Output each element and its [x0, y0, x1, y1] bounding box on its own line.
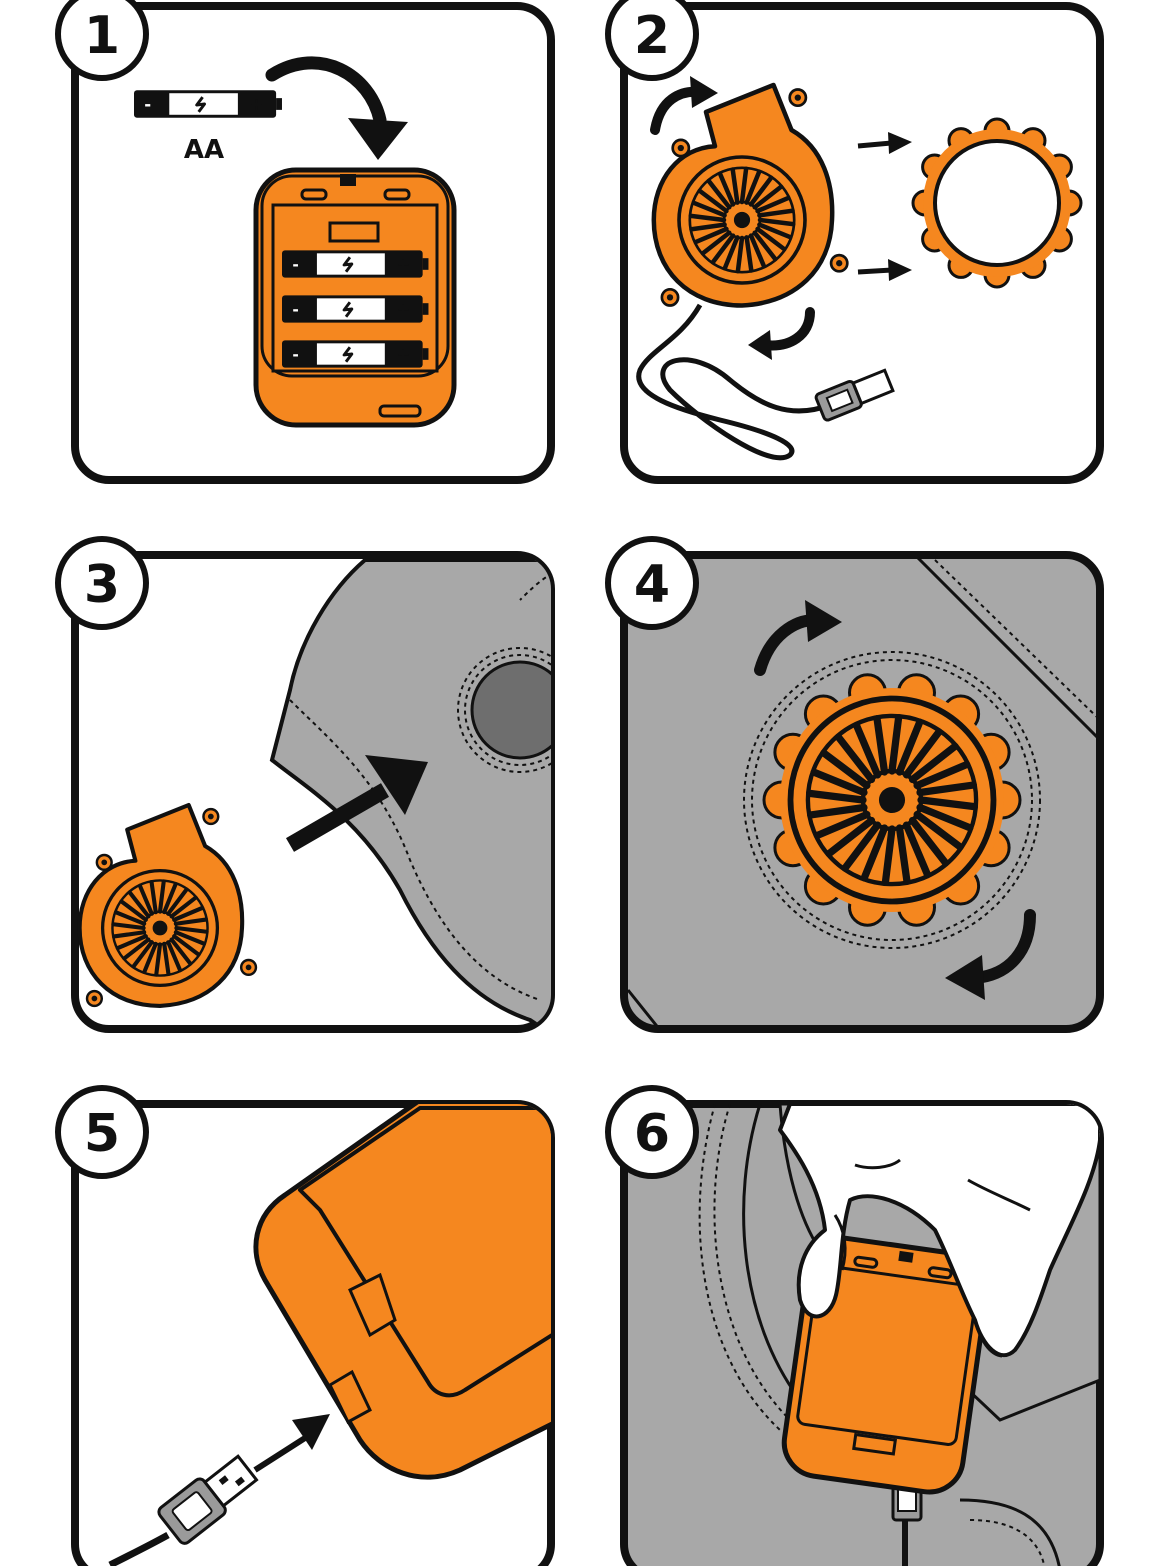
battery-plus-symbol: +	[250, 95, 264, 114]
step-2-badge: 2	[605, 0, 699, 81]
step-3-number: 3	[84, 555, 120, 615]
step-5-badge: 5	[55, 1085, 149, 1179]
battery-pack-icon	[253, 1104, 551, 1480]
curved-arrow-icon	[760, 307, 815, 351]
usb-port	[328, 1369, 372, 1425]
step-3-panel: 3	[55, 536, 555, 1033]
battery-minus-symbol: -	[292, 256, 298, 274]
curved-arrow-icon	[969, 909, 1036, 984]
step-2-number: 2	[634, 6, 670, 66]
step-3-badge: 3	[55, 536, 149, 630]
step-5-number: 5	[84, 1104, 120, 1164]
battery-icon: -+	[280, 338, 430, 370]
battery-type-label: AA	[184, 135, 224, 165]
step-5-panel: 5	[55, 1085, 555, 1566]
arrow-icon	[285, 755, 428, 852]
battery-icon: - +	[132, 88, 284, 120]
battery-icon: -+	[280, 248, 430, 280]
usb-plug-icon	[814, 368, 895, 422]
battery-plus-symbol: +	[397, 256, 410, 274]
battery-minus-symbol: -	[292, 346, 298, 364]
step-4-panel: 4	[605, 536, 1104, 1033]
step-2-panel: 2	[605, 0, 1104, 484]
step-1-number: 1	[84, 6, 120, 66]
step-1-badge: 1	[55, 0, 149, 81]
step-6-panel: 6	[605, 1085, 1104, 1566]
usb-plug-icon	[157, 1454, 259, 1545]
battery-icon: -+	[280, 293, 430, 325]
battery-pack-icon: -+-+-+	[253, 167, 457, 428]
step-4-badge: 4	[605, 536, 699, 630]
curved-arrow-icon	[265, 56, 387, 127]
arrow-icon	[857, 132, 912, 281]
step-1-panel: - + AA -+-+-+ 1	[55, 0, 555, 484]
step-4-number: 4	[634, 555, 670, 615]
fan-hole	[470, 660, 551, 760]
usb-cable	[636, 303, 831, 461]
step-6-number: 6	[634, 1104, 670, 1164]
battery-plus-symbol: +	[397, 346, 410, 364]
fan-ring-icon	[911, 117, 1083, 289]
step-6-badge: 6	[605, 1085, 699, 1179]
battery-minus-symbol: -	[144, 95, 151, 114]
arrow-icon	[253, 1414, 330, 1473]
blower-fan-icon	[791, 699, 994, 902]
usb-cable	[108, 1531, 170, 1566]
battery-minus-symbol: -	[292, 301, 298, 319]
battery-plus-symbol: +	[397, 301, 410, 319]
